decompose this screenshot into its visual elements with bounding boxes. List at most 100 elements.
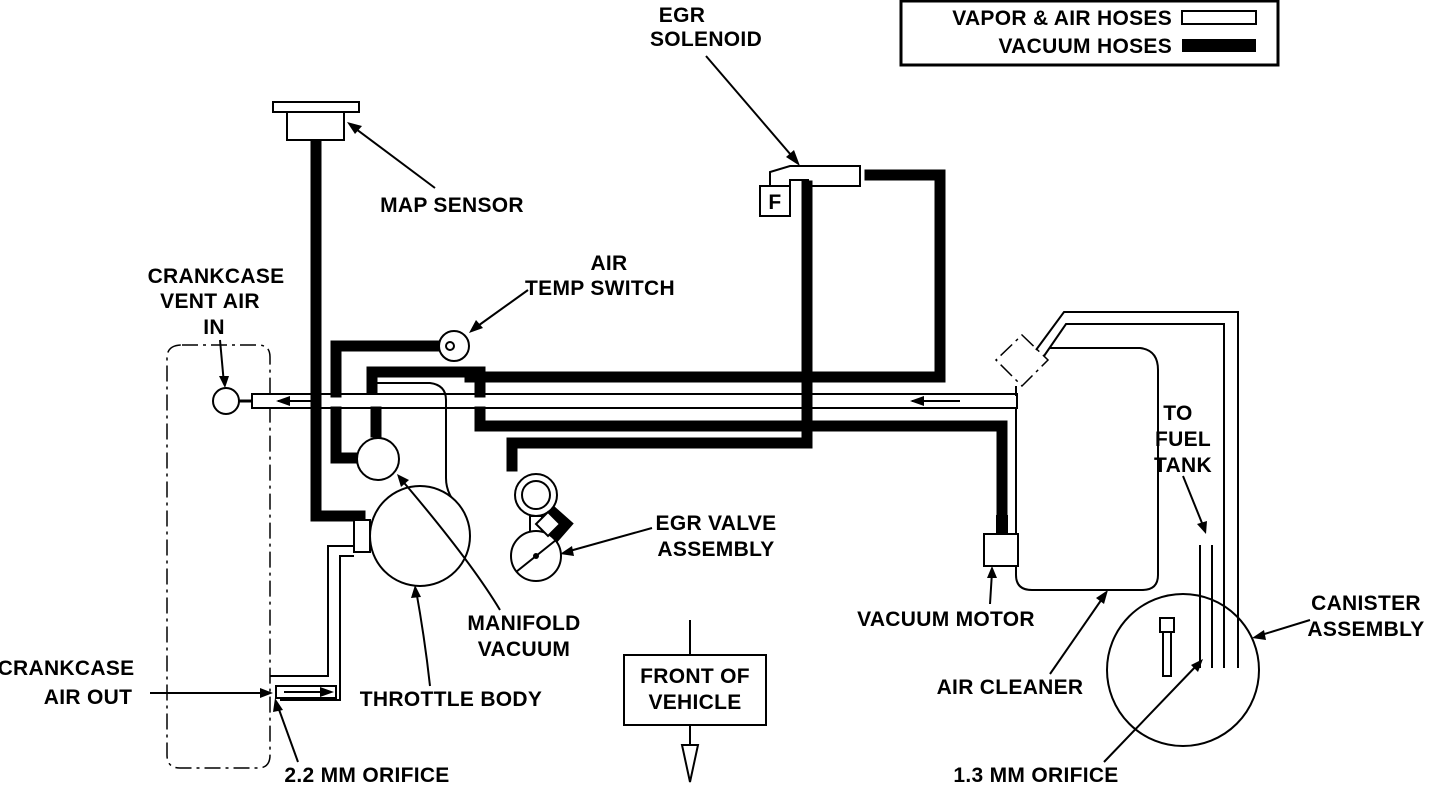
callout-canister bbox=[1257, 619, 1311, 637]
egr-valve-label-1: EGR VALVE bbox=[656, 512, 777, 535]
front-of-vehicle-text-1: FRONT OF bbox=[640, 665, 750, 688]
callout-manifold-vacuum bbox=[399, 477, 501, 611]
map-sensor-body bbox=[286, 111, 345, 141]
vacuum-hoses bbox=[310, 139, 1008, 548]
throttle-body-neck bbox=[353, 519, 371, 553]
air-cleaner-outline bbox=[1015, 347, 1159, 591]
labels: EGR SOLENOID MAP SENSOR AIR TEMP SWITCH … bbox=[0, 4, 1424, 787]
to-fuel-tank-label-3: TANK bbox=[1154, 454, 1212, 477]
air-cleaner-label: AIR CLEANER bbox=[937, 676, 1084, 699]
callout-map-sensor-head bbox=[347, 122, 362, 134]
callout-map-sensor bbox=[351, 125, 436, 189]
legend-vapor-label: VAPOR & AIR HOSES bbox=[952, 7, 1172, 30]
crankcase-vent-label-3: IN bbox=[203, 316, 225, 339]
callout-egr-solenoid bbox=[705, 55, 798, 163]
vacuum-hose-map bbox=[310, 139, 366, 522]
legend: VAPOR & AIR HOSES VACUUM HOSES bbox=[899, 0, 1280, 67]
orifice-13-label: 1.3 MM ORIFICE bbox=[953, 764, 1118, 787]
map-sensor-cap bbox=[272, 101, 360, 113]
crankcase-out-label-2: AIR OUT bbox=[44, 686, 132, 709]
vacuum-motor-label: VACUUM MOTOR bbox=[857, 608, 1035, 631]
front-of-vehicle-box bbox=[623, 654, 767, 726]
vacuum-hose-air-temp-left bbox=[330, 340, 452, 398]
canister-vapor-hose-outer bbox=[1035, 311, 1239, 668]
callout-air-cleaner bbox=[1049, 595, 1105, 675]
flow-arrow-right bbox=[910, 396, 924, 406]
air-cleaner-inlet bbox=[994, 333, 1050, 388]
callout-throttle-body bbox=[415, 589, 431, 687]
egr-valve-bottom-dot bbox=[533, 553, 539, 559]
callout-egr-solenoid-head bbox=[786, 150, 800, 166]
legend-vapor-swatch bbox=[1181, 10, 1257, 25]
vacuum-hose-egr-valve bbox=[540, 500, 574, 548]
crankcase-out-hose bbox=[270, 545, 354, 701]
callout-vacuum-motor-head bbox=[987, 566, 997, 578]
manifold-vacuum-label-2: VACUUM bbox=[478, 638, 570, 661]
callout-air-cleaner-head bbox=[1096, 590, 1108, 604]
vacuum-hose-solenoid-loop bbox=[464, 169, 946, 383]
egr-valve-assembly bbox=[510, 473, 562, 582]
callout-crankcase-out-head bbox=[260, 688, 273, 698]
canister-vapor-hose-inner bbox=[1043, 323, 1225, 668]
map-sensor-label: MAP SENSOR bbox=[380, 194, 524, 217]
egr-solenoid-port-box bbox=[759, 185, 791, 217]
callout-orifice-13 bbox=[1103, 663, 1199, 763]
main-hose-body bbox=[251, 393, 1018, 409]
callout-arrows bbox=[150, 55, 1311, 763]
crankcase-vent-fitting bbox=[212, 387, 240, 415]
callout-orifice-22-head bbox=[273, 698, 283, 712]
to-fuel-tank-label-2: FUEL bbox=[1155, 428, 1211, 451]
canister-port-cap bbox=[1159, 617, 1175, 633]
canister-label-1: CANISTER bbox=[1311, 592, 1421, 615]
air-temp-switch-label-1: AIR bbox=[590, 252, 627, 275]
callout-air-temp bbox=[474, 289, 529, 329]
legend-vacuum-label: VACUUM HOSES bbox=[998, 35, 1172, 58]
air-temp-switch-label-2: TEMP SWITCH bbox=[525, 277, 675, 300]
crankcase-out-label-1: CRANKCASE bbox=[0, 657, 134, 680]
vacuum-hose-solenoid-down bbox=[506, 180, 813, 472]
to-fuel-tank-label-1: TO bbox=[1163, 402, 1192, 425]
callout-canister-head bbox=[1252, 630, 1266, 640]
egr-valve-diamond bbox=[534, 510, 562, 538]
egr-solenoid-label-2: SOLENOID bbox=[650, 28, 762, 51]
canister-assembly bbox=[1106, 593, 1260, 747]
callout-egr-valve-head bbox=[560, 546, 574, 556]
callout-fuel-tank bbox=[1182, 475, 1205, 529]
manifold-vacuum-port bbox=[356, 437, 400, 481]
flow-arrow-left bbox=[276, 396, 290, 406]
front-of-vehicle-text-2: VEHICLE bbox=[648, 691, 741, 714]
crankcase-out-flow-arrow bbox=[320, 687, 334, 697]
crankcase-vent-label-2: VENT AIR bbox=[160, 290, 260, 313]
egr-valve-label-2: ASSEMBLY bbox=[657, 538, 774, 561]
egr-solenoid-body bbox=[769, 165, 861, 187]
throttle-body-label: THROTTLE BODY bbox=[360, 688, 542, 711]
callout-fuel-tank-head bbox=[1197, 521, 1207, 534]
solenoid-port-label: F bbox=[768, 191, 781, 214]
radiator-outline bbox=[166, 344, 271, 769]
map-sensor bbox=[272, 101, 360, 141]
manifold-vacuum-label-1: MANIFOLD bbox=[467, 612, 580, 635]
canister-port-stem bbox=[1162, 631, 1172, 677]
orifice-22-label: 2.2 MM ORIFICE bbox=[284, 764, 449, 787]
egr-solenoid: F bbox=[759, 165, 861, 217]
callout-crankcase-vent-head bbox=[219, 376, 229, 388]
callout-throttle-body-head bbox=[411, 585, 421, 598]
front-arrow-icon bbox=[680, 744, 700, 783]
canister-label-2: ASSEMBLY bbox=[1307, 618, 1424, 641]
vacuum-motor-neck bbox=[996, 515, 1008, 534]
legend-vacuum-swatch bbox=[1182, 39, 1256, 52]
vacuum-motor bbox=[983, 533, 1019, 567]
egr-valve-top-inner bbox=[521, 480, 551, 510]
vacuum-hose-manifold-stub bbox=[330, 406, 360, 464]
air-temp-switch-port bbox=[445, 341, 455, 351]
vacuum-hose-vacuum-motor bbox=[474, 406, 1008, 521]
main-vapor-hose bbox=[251, 393, 1018, 409]
callout-orifice-22 bbox=[276, 703, 299, 763]
callout-manifold-vacuum-head bbox=[397, 474, 409, 487]
callout-air-temp-head bbox=[469, 320, 483, 333]
callout-egr-valve bbox=[565, 527, 653, 553]
egr-solenoid-label-1: EGR bbox=[659, 4, 705, 27]
callout-orifice-13-head bbox=[1191, 659, 1203, 672]
crankcase-vent-label-1: CRANKCASE bbox=[148, 265, 285, 288]
